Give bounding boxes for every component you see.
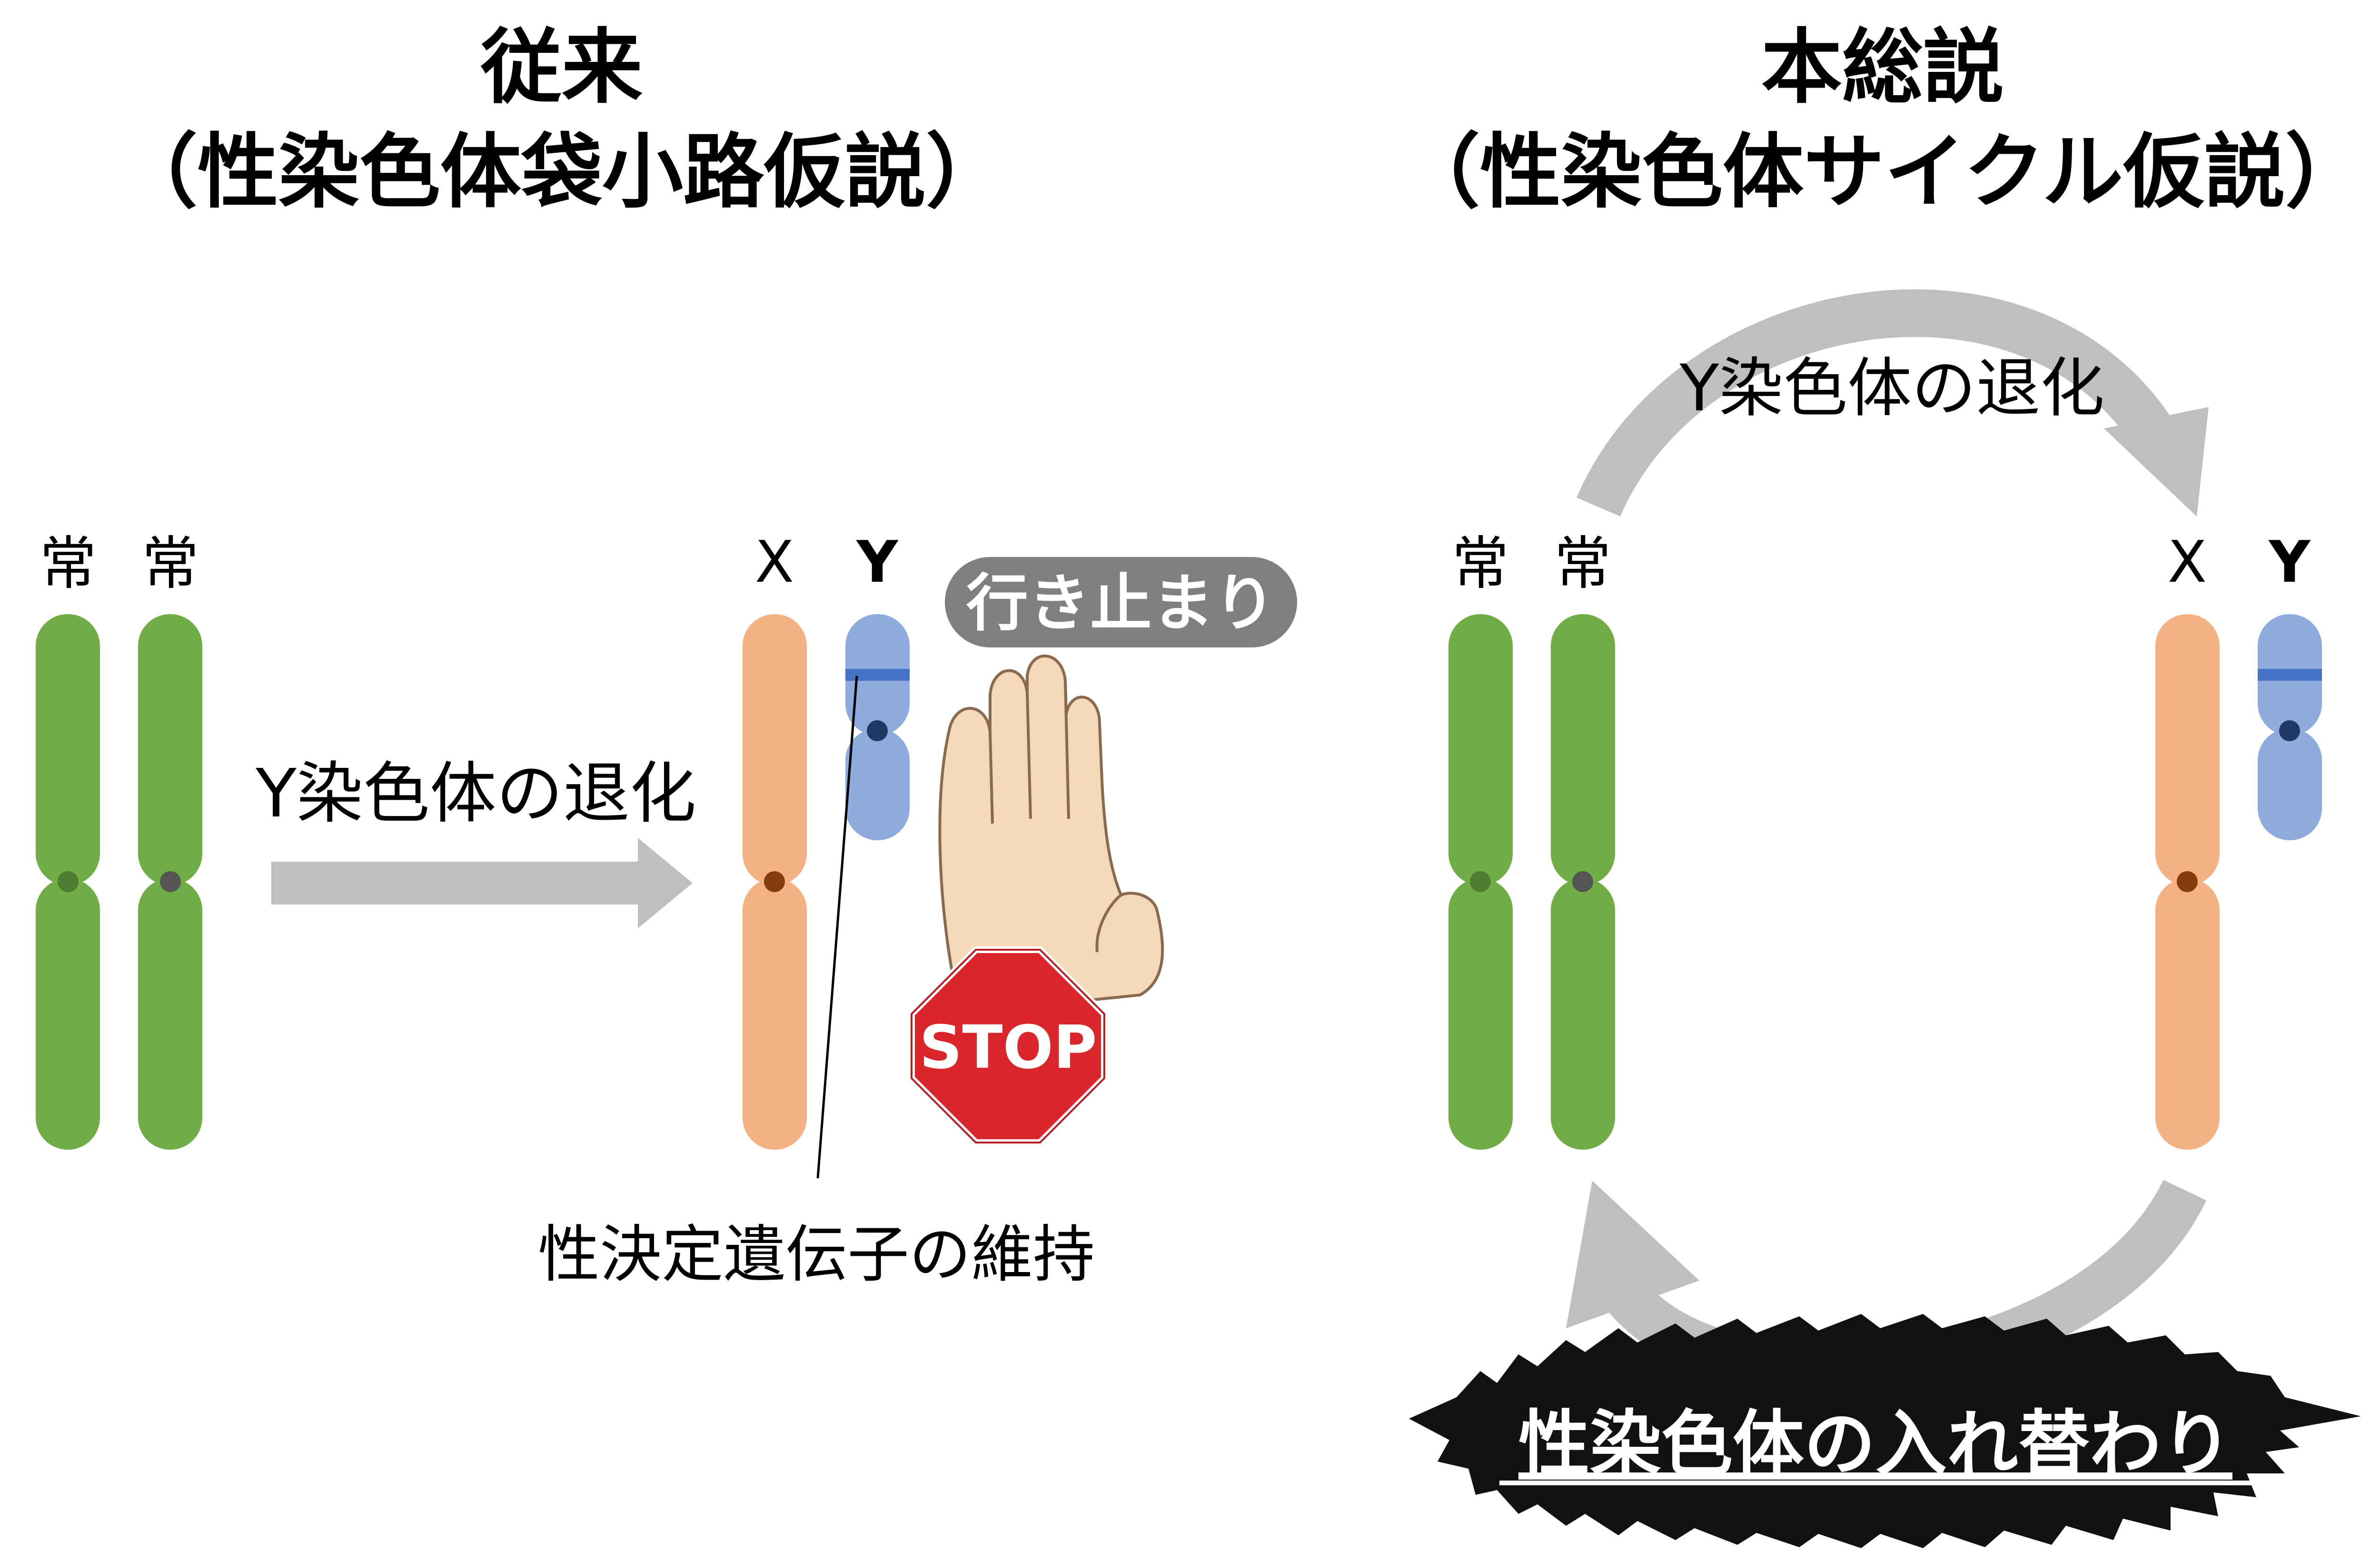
left-autosome-1 <box>36 614 100 1150</box>
gene-maintenance-label: 性決定遺伝子の維持 <box>538 1218 1095 1291</box>
right-x-label: X <box>2168 529 2207 596</box>
right-autosome-label-2: 常 <box>1554 531 1611 597</box>
centromere <box>764 871 785 892</box>
right-y-label: Y <box>2268 529 2311 596</box>
dead-end-label: 行き止まり <box>966 567 1276 639</box>
sex-determining-gene-band <box>845 669 910 681</box>
gene-pointer-line <box>816 676 858 1179</box>
right-x-chromosome <box>2155 614 2220 1150</box>
left-subtitle: （性染色体袋小路仮説） <box>117 125 1007 219</box>
stop-sign-icon: STOP <box>908 946 1108 1146</box>
left-title: 従来 <box>480 20 643 115</box>
centromere <box>1572 871 1593 892</box>
right-subtitle: （性染色体サイクル仮説） <box>1399 125 2366 219</box>
dead-end-badge: 行き止まり <box>945 557 1297 647</box>
centromere <box>867 720 888 741</box>
cycle-arrow-top-head <box>2104 407 2209 517</box>
right-title: 本総説 <box>1761 20 2004 115</box>
right-degeneration-label: Y染色体の退化 <box>1679 351 2104 426</box>
left-x-label: X <box>755 529 794 596</box>
right-autosome-2 <box>1551 614 1615 1150</box>
right-y-chromosome <box>2258 614 2322 840</box>
sex-determining-gene-band <box>2258 669 2322 681</box>
right-autosome-1 <box>1448 614 1513 1150</box>
stop-hand-icon <box>938 655 1164 1011</box>
turnover-burst-badge: 性染色体の入れ替わり <box>1409 1314 2361 1548</box>
centromere <box>2177 871 2198 892</box>
left-x-chromosome <box>743 614 807 1150</box>
left-y-label: Y <box>856 529 899 596</box>
centromere <box>160 871 181 892</box>
left-autosome-label-2: 常 <box>142 531 199 597</box>
turnover-label: 性染色体の入れ替わり <box>1518 1403 2232 1486</box>
cycle-arrow-top <box>1577 289 2172 517</box>
right-autosome-label-1: 常 <box>1452 531 1509 597</box>
centromere <box>58 871 79 892</box>
stop-sign-text: STOP <box>919 1013 1097 1082</box>
left-y-chromosome <box>845 614 910 840</box>
centromere <box>1470 871 1491 892</box>
left-autosome-label-1: 常 <box>40 531 97 597</box>
left-degeneration-label: Y染色体の退化 <box>255 755 696 833</box>
cycle-arrow-bottom-head <box>1566 1181 1699 1328</box>
left-degeneration-arrow <box>271 838 693 928</box>
centromere <box>2279 720 2300 741</box>
left-autosome-2 <box>138 614 202 1150</box>
